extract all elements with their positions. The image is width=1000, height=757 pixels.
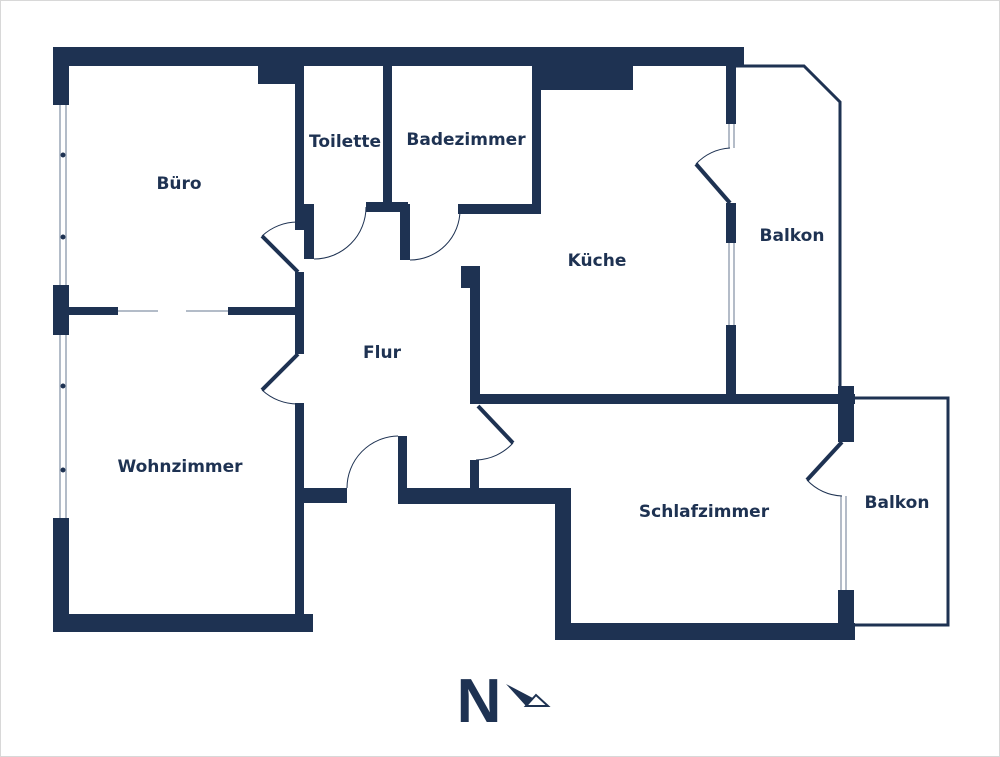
wall-top: [53, 47, 744, 66]
room-labels: Büro Toilette Badezimmer Küche Balkon Fl…: [117, 130, 929, 522]
room-label-badezimmer: Badezimmer: [406, 130, 526, 150]
windows: [59, 105, 847, 590]
room-label-buero: Büro: [156, 174, 201, 194]
balkon-south-outline: [848, 396, 950, 627]
wall-bed-stub: [470, 460, 479, 496]
wall-flur-left-top: [295, 64, 304, 230]
wall-left-bottom: [53, 518, 69, 632]
wall-partition-b: [228, 307, 304, 315]
wall-wc-bath: [383, 64, 392, 206]
wall-bed-bottom: [555, 623, 855, 640]
wall-bed-right-top: [838, 386, 854, 442]
wall-kitchen-right-mid: [726, 203, 736, 243]
door-bed-balkon-leaf: [805, 440, 844, 482]
wall-kitchen-right-top: [726, 64, 736, 124]
wall-flur-left-bottom: [295, 403, 304, 632]
room-label-kueche: Küche: [568, 251, 627, 271]
wall-wc-bottom: [366, 202, 408, 212]
north-arrow-tail: [523, 693, 551, 707]
wall-kitchen-right-bottom: [726, 325, 736, 403]
room-label-schlafzimmer: Schlafzimmer: [639, 502, 770, 522]
wall-flur-left-mid: [295, 272, 304, 354]
wall-bed-left: [555, 488, 571, 640]
door-kitchen-arc: [695, 147, 731, 165]
wall-kitchen-left: [470, 266, 480, 404]
room-label-balkon-south: Balkon: [865, 493, 930, 513]
door-entrance-arc: [346, 435, 399, 489]
door-wc-arc: [313, 206, 367, 260]
door-wohn-arc: [261, 389, 299, 405]
door-bed-balkon-arc: [806, 479, 843, 497]
walls: [53, 47, 855, 640]
door-bed-arc: [475, 442, 514, 461]
compass: N: [457, 667, 551, 736]
wall-flur-bottom-right: [398, 488, 571, 504]
wall-flur-bottom-left: [302, 488, 347, 503]
wall-bottom-left: [53, 614, 313, 632]
wall-wc-stub: [304, 204, 314, 259]
mullion-dot: [60, 152, 66, 158]
door-bed-leaf: [476, 404, 515, 445]
wall-partition-a: [66, 307, 118, 315]
balconies: [736, 64, 950, 627]
wall-top-nub-right: [540, 64, 633, 90]
wall-bed-right-bottom: [838, 590, 854, 640]
door-buero-leaf: [260, 234, 300, 274]
north-letter: N: [457, 667, 502, 736]
north-arrow-icon: [506, 684, 551, 707]
window-mullions: [60, 152, 66, 473]
room-label-flur: Flur: [363, 343, 402, 363]
balkon-east-outline: [736, 64, 842, 392]
wall-bath-stub: [400, 204, 410, 260]
wall-bath-right: [532, 64, 541, 214]
mullion-dot: [60, 467, 66, 473]
room-label-wohnzimmer: Wohnzimmer: [117, 457, 243, 477]
mullion-dot: [60, 383, 66, 389]
doors: [260, 147, 844, 497]
door-wohn-leaf: [260, 352, 300, 392]
wall-bath-bottom: [458, 204, 541, 214]
door-buero-arc: [261, 221, 299, 237]
door-bath-arc: [409, 209, 461, 261]
wall-entrance-stub: [398, 436, 407, 496]
wall-left-mid: [53, 285, 69, 335]
door-kitchen-leaf: [694, 162, 732, 205]
mullion-dot: [60, 234, 66, 240]
room-label-toilette: Toilette: [309, 132, 381, 152]
wall-kitchen-bottom: [470, 394, 855, 404]
wall-top-nub-left: [258, 64, 303, 84]
room-label-balkon-east: Balkon: [760, 226, 825, 246]
wall-left-top: [53, 47, 69, 105]
